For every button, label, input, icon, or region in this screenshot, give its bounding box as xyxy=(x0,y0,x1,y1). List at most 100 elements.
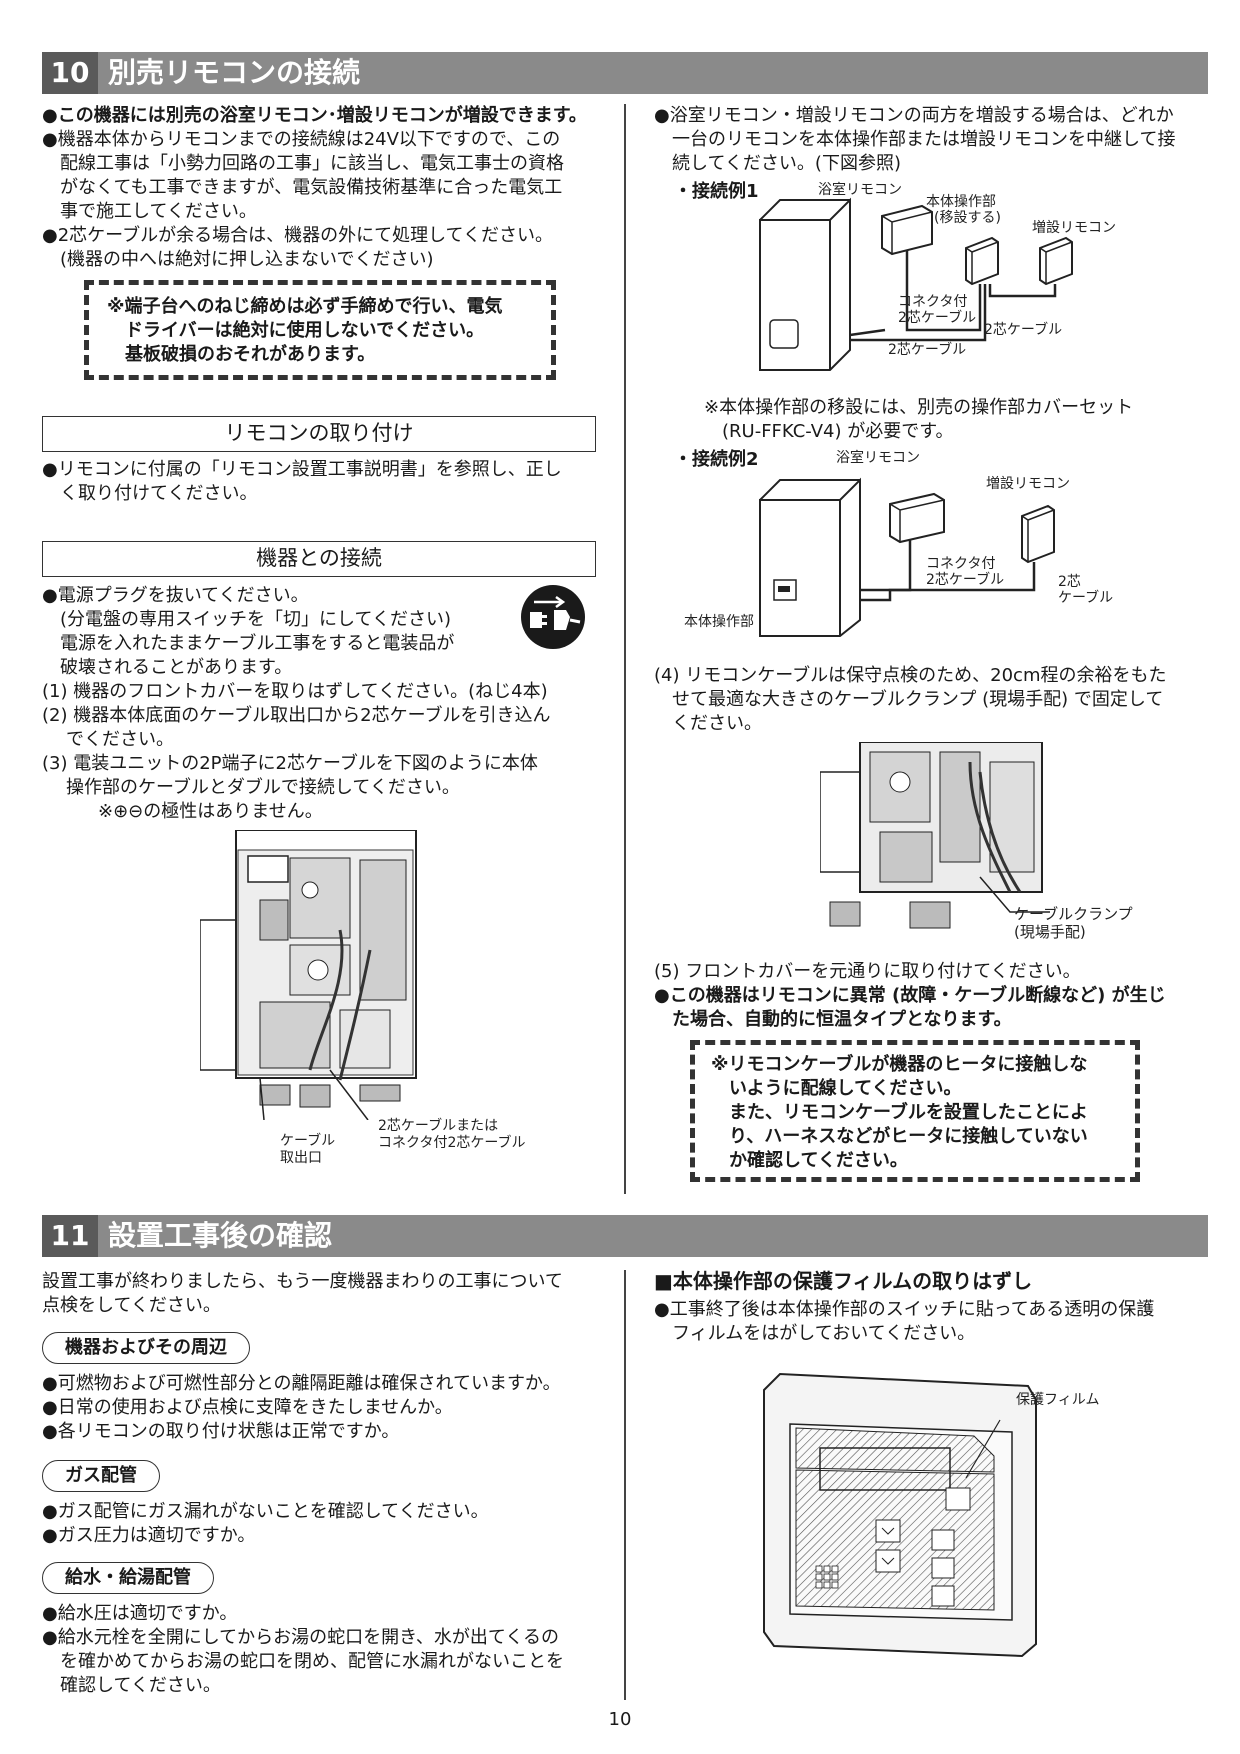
intro-line: がなくても工事できますが、電気設備技術基準に合った電気工 xyxy=(60,177,563,198)
example1-note: ※本体操作部の移設には、別売の操作部カバーセット (RU-FFKC-V4) が必… xyxy=(704,396,1133,444)
intro-line: 配線工事は「小勢力回路の工事」に該当し、電気工事士の資格 xyxy=(60,153,564,174)
step4-text: (4) リモコンケーブルは保守点検のため、20cm程の余裕をもた せて最適な大き… xyxy=(654,664,1214,736)
group-heading-device: 機器およびその周辺 xyxy=(42,1332,250,1364)
example2-label: ・接続例2 xyxy=(674,449,759,470)
section-title: 設置工事後の確認 xyxy=(108,1219,333,1252)
connection-example-2-diagram xyxy=(759,477,1055,637)
warning-box-terminal: ※端子台へのねじ締めは必ず手締めで行い、電気 ドライバーは絶対に使用しないでくだ… xyxy=(84,280,556,380)
label-2core-cable: 2芯 xyxy=(1058,574,1081,590)
step-line: でください。 xyxy=(66,729,174,750)
section-number: 10 xyxy=(42,52,98,94)
label-cable-type: コネクタ付2芯ケーブル xyxy=(378,1135,526,1151)
body-line: (分電盤の専用スイッチを「切」にしてください) xyxy=(60,609,451,630)
warning-box-heater: ※リモコンケーブルが機器のヒータに接触しな いように配線してください。 また、リ… xyxy=(690,1040,1140,1182)
body-line: ●リモコンに付属の「リモコン設置工事説明書」を参照し、正し xyxy=(42,459,562,480)
step5-text: (5) フロントカバーを元通りに取り付けてください。 ●この機器はリモコンに異常… xyxy=(654,960,1214,1032)
film-heading: ■本体操作部の保護フィルムの取りはずし xyxy=(654,1269,1033,1293)
warning-line: また、リモコンケーブルを設置したことによ xyxy=(729,1102,1088,1123)
group-items-device: ●可燃物および可燃性部分との離隔距離は確保されていますか。 ●日常の使用および点… xyxy=(42,1372,612,1444)
step-line: せて最適な大きさのケーブルクランプ (現場手配) で固定して xyxy=(672,689,1164,710)
warning-line: ※端子台へのねじ締めは必ず手締めで行い、電気 xyxy=(107,296,503,317)
step-line: 操作部のケーブルとダブルで接続してください。 xyxy=(66,777,460,798)
label-bath-remote: 浴室リモコン xyxy=(818,182,902,198)
label-cable-outlet: ケーブル xyxy=(280,1133,336,1149)
intro-line: 事で施工してください。 xyxy=(60,201,257,222)
warning-line: ※リモコンケーブルが機器のヒータに接触しな xyxy=(711,1054,1088,1075)
unplug-icon xyxy=(521,585,585,649)
step-line: (2) 機器本体底面のケーブル取出口から2芯ケーブルを引き込ん xyxy=(42,705,551,726)
section-title: 別売リモコンの接続 xyxy=(108,56,361,89)
body-line: ●工事終了後は本体操作部のスイッチに貼ってある透明の保護 xyxy=(654,1299,1155,1320)
right-intro-text: ●浴室リモコン・増設リモコンの両方を増設する場合は、どれか 一台のリモコンを本体… xyxy=(654,104,1214,176)
label-connector-cable: コネクタ付 xyxy=(926,556,996,572)
column-divider xyxy=(624,1270,626,1700)
connection-example-1-diagram xyxy=(759,197,1073,371)
remote-install-text: ●リモコンに付属の「リモコン設置工事説明書」を参照し、正し く取り付けてください… xyxy=(42,458,612,506)
label-2core-cable: ケーブル xyxy=(1058,590,1114,606)
column-divider xyxy=(624,104,626,1194)
warning-line: り、ハーネスなどがヒータに接触していない xyxy=(729,1126,1088,1147)
body-line: 点検をしてください。 xyxy=(42,1295,221,1316)
protective-film-diagram xyxy=(763,1372,1037,1658)
check-item: ●給水圧は適切ですか。 xyxy=(42,1603,238,1624)
check-item: ●ガス配管にガス漏れがないことを確認してください。 xyxy=(42,1501,489,1522)
intro-line: ●機器本体からリモコンまでの接続線は24V以下ですので、この xyxy=(42,129,561,150)
check-item: ●給水元栓を全開にしてからお湯の蛇口を開き、水が出てくるの xyxy=(42,1627,560,1648)
step-line: (3) 電装ユニットの2P端子に2芯ケーブルを下図のように本体 xyxy=(42,753,538,774)
body-line: ●電源プラグを抜いてください。 xyxy=(42,585,309,606)
check-item: 確認してください。 xyxy=(60,1675,221,1696)
label-connector-cable: コネクタ付 xyxy=(898,294,968,310)
step-line: (1) 機器のフロントカバーを取りはずしてください。(ねじ4本) xyxy=(42,681,548,702)
intro-text: ●この機器には別売の浴室リモコン･増設リモコンが増設できます。 ●機器本体からリ… xyxy=(42,104,612,272)
label-2core-cable: 2芯ケーブル xyxy=(984,322,1063,338)
intro-line: ●2芯ケーブルが余る場合は、機器の外にて処理してください。 xyxy=(42,225,553,246)
group-heading-water: 給水・給湯配管 xyxy=(42,1562,214,1594)
check-item: ●ガス圧力は適切ですか。 xyxy=(42,1525,256,1546)
film-text: ●工事終了後は本体操作部のスイッチに貼ってある透明の保護 フィルムをはがしておい… xyxy=(654,1298,1214,1346)
label-cable-clamp: ケーブルクランプ xyxy=(1014,905,1133,923)
check-item: ●各リモコンの取り付け状態は正常ですか。 xyxy=(42,1421,400,1442)
step-line: (4) リモコンケーブルは保守点検のため、20cm程の余裕をもた xyxy=(654,665,1167,686)
warning-line: 基板破損のおそれがあります。 xyxy=(125,344,376,365)
body-line: 設置工事が終わりましたら、もう一度機器まわりの工事について xyxy=(42,1271,563,1292)
label-main-panel: 本体操作部 xyxy=(684,614,754,630)
cable-clamp-diagram xyxy=(820,742,1050,929)
warning-line: いように配線してください。 xyxy=(729,1078,962,1099)
auto-note-line: た場合、自動的に恒温タイプとなります。 xyxy=(672,1009,1012,1030)
body-line: く取り付けてください。 xyxy=(60,483,258,504)
unit-interior-diagram xyxy=(200,830,417,1120)
label-bath-remote: 浴室リモコン xyxy=(836,450,920,466)
label-2core-cable: 2芯ケーブル xyxy=(888,342,967,358)
label-connector-cable: 2芯ケーブル xyxy=(898,310,977,326)
subheading-remote-install: リモコンの取り付け xyxy=(42,416,596,452)
subheading-device-connect: 機器との接続 xyxy=(42,541,596,577)
body-line: 一台のリモコンを本体操作部または増設リモコンを中継して接 xyxy=(672,129,1176,150)
section-number: 11 xyxy=(42,1215,98,1257)
section-11-intro: 設置工事が終わりましたら、もう一度機器まわりの工事について 点検をしてください。 xyxy=(42,1270,612,1318)
polarity-note: ※⊕⊖の極性はありません。 xyxy=(98,801,323,822)
example1-label: ・接続例1 xyxy=(674,181,759,202)
label-main-panel: 本体操作部 xyxy=(926,194,996,210)
intro-line: ●この機器には別売の浴室リモコン･増設リモコンが増設できます。 xyxy=(42,105,587,126)
intro-line: (機器の中へは絶対に押し込まないでください) xyxy=(60,249,434,270)
warning-line: か確認してください。 xyxy=(729,1150,908,1171)
step-line: (5) フロントカバーを元通りに取り付けてください。 xyxy=(654,961,1081,982)
label-field-supply: (現場手配) xyxy=(1014,923,1086,941)
label-main-panel-move: (移設する) xyxy=(934,210,1001,226)
body-line: ●浴室リモコン・増設リモコンの両方を増設する場合は、どれか xyxy=(654,105,1174,126)
section-10-header: 10 別売リモコンの接続 xyxy=(42,52,1208,94)
note-line: (RU-FFKC-V4) が必要です。 xyxy=(722,421,954,442)
warning-line: ドライバーは絶対に使用しないでください。 xyxy=(125,320,485,341)
device-connect-text: ●電源プラグを抜いてください。 (分電盤の専用スイッチを「切」にしてください) … xyxy=(42,584,612,824)
label-cable-type: 2芯ケーブルまたは xyxy=(378,1118,499,1134)
check-item: を確かめてからお湯の蛇口を閉め、配管に水漏れがないことを xyxy=(60,1651,564,1672)
auto-note-line: ●この機器はリモコンに異常 (故障・ケーブル断線など) が生じ xyxy=(654,985,1166,1006)
group-items-water: ●給水圧は適切ですか。 ●給水元栓を全開にしてからお湯の蛇口を開き、水が出てくる… xyxy=(42,1602,612,1698)
label-cable-outlet: 取出口 xyxy=(280,1150,322,1166)
body-line: フィルムをはがしておいてください。 xyxy=(672,1323,976,1344)
label-protective-film: 保護フィルム xyxy=(1016,1392,1100,1408)
body-line: 電源を入れたままケーブル工事をすると電装品が xyxy=(60,633,455,654)
step-line: ください。 xyxy=(672,713,762,734)
body-line: 続してください。(下図参照) xyxy=(672,153,901,174)
label-extra-remote: 増設リモコン xyxy=(1032,220,1116,236)
